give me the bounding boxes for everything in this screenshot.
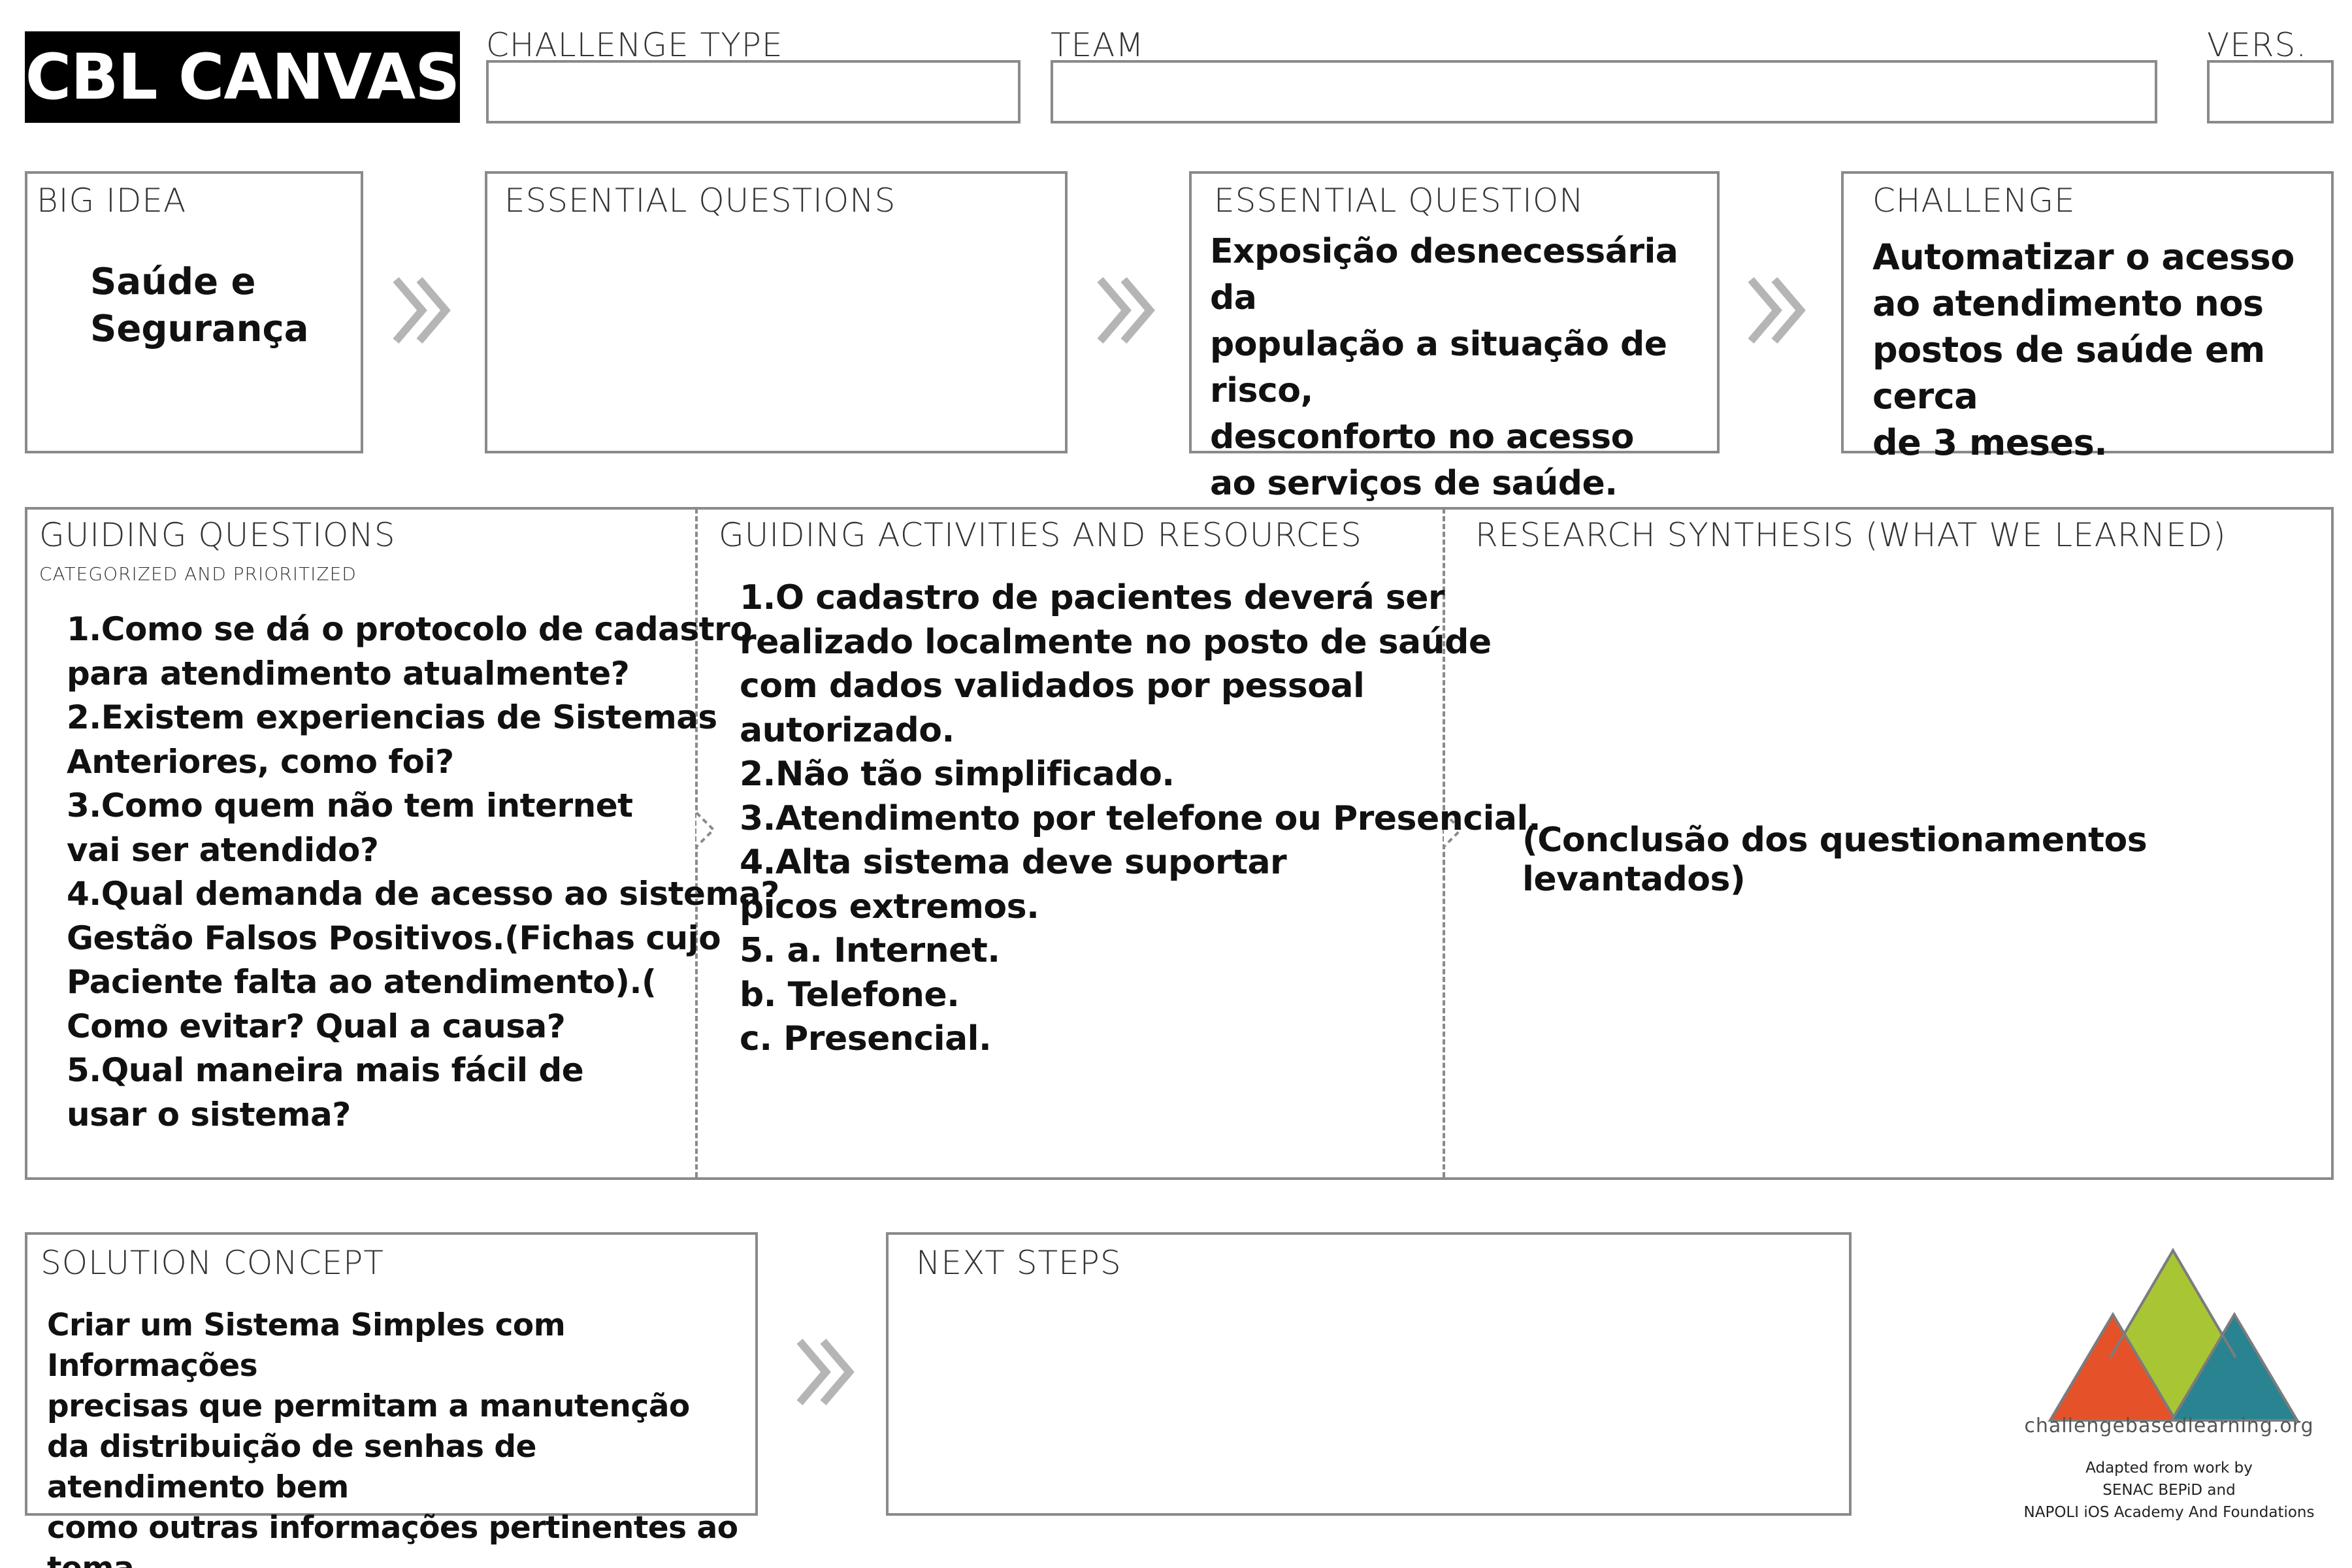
double-chevron-right-icon (393, 277, 451, 344)
credits: Adapted from work by SENAC BEPiD and NAP… (1980, 1457, 2352, 1524)
solution-concept-text: Criar um Sistema Simples com Informações… (47, 1307, 738, 1568)
challenge-type-field[interactable] (486, 60, 1021, 123)
guiding-activities-text[interactable]: 1.O cadastro de pacientes deverá ser rea… (740, 578, 1541, 1058)
double-chevron-right-icon (1748, 277, 1806, 344)
canvas-title: CBL CANVAS (25, 31, 460, 123)
team-label: TEAM (1051, 26, 1145, 64)
version-label: VERS. (2207, 26, 2308, 64)
big-idea-box[interactable]: BIG IDEA Saúde e Segurança (25, 171, 363, 453)
essential-questions-label: ESSENTIAL QUESTIONS (504, 182, 896, 220)
next-steps-box[interactable]: NEXT STEPS (886, 1232, 1852, 1516)
big-idea-label: BIG IDEA (37, 182, 187, 220)
solution-concept-label: SOLUTION CONCEPT (41, 1244, 384, 1282)
chevron-right-icon (1443, 811, 1463, 848)
double-chevron-right-icon (1097, 277, 1155, 344)
challenge-box[interactable]: CHALLENGE Automatizar o acesso ao atendi… (1841, 171, 2334, 463)
essential-questions-box[interactable]: ESSENTIAL QUESTIONS (485, 171, 1068, 453)
credit-line: SENAC BEPiD and (2102, 1482, 2236, 1499)
essential-question-text: Exposição desnecessária da população a s… (1210, 232, 1678, 503)
challenge-label: CHALLENGE (1872, 182, 2076, 220)
essential-question-label: ESSENTIAL QUESTION (1214, 182, 1584, 220)
double-chevron-right-icon (796, 1339, 855, 1405)
challenge-type-label: CHALLENGE TYPE (486, 26, 783, 64)
next-steps-label: NEXT STEPS (916, 1244, 1122, 1282)
cbl-mountains-logo (2048, 1248, 2300, 1422)
guiding-questions-sublabel: CATEGORIZED AND PRIORITIZED (39, 563, 357, 585)
guiding-activities-label: GUIDING ACTIVITIES AND RESOURCES (719, 516, 1362, 554)
version-field[interactable] (2207, 60, 2334, 123)
solution-concept-box[interactable]: SOLUTION CONCEPT Criar um Sistema Simple… (25, 1232, 758, 1568)
essential-question-box[interactable]: ESSENTIAL QUESTION Exposição desnecessár… (1189, 171, 1720, 503)
team-field[interactable] (1051, 60, 2157, 123)
guiding-questions-text[interactable]: 1.Como se dá o protocolo de cadastro par… (67, 610, 779, 1134)
challenge-text: Automatizar o acesso ao atendimento nos … (1872, 237, 2295, 463)
big-idea-text: Saúde e Segurança (90, 261, 309, 350)
guiding-section (25, 507, 2334, 1180)
credit-line: NAPOLI iOS Academy And Foundations (2023, 1504, 2315, 1521)
logo-url: challengebasedlearning.org (2024, 1414, 2314, 1437)
guiding-questions-label: GUIDING QUESTIONS (39, 516, 396, 554)
research-synthesis-label: RESEARCH SYNTHESIS (WHAT WE LEARNED) (1475, 516, 2227, 554)
research-synthesis-text[interactable]: (Conclusão dos questionamentos levantado… (1522, 821, 2148, 899)
credit-line: Adapted from work by (2085, 1460, 2253, 1477)
chevron-right-icon (695, 811, 715, 848)
